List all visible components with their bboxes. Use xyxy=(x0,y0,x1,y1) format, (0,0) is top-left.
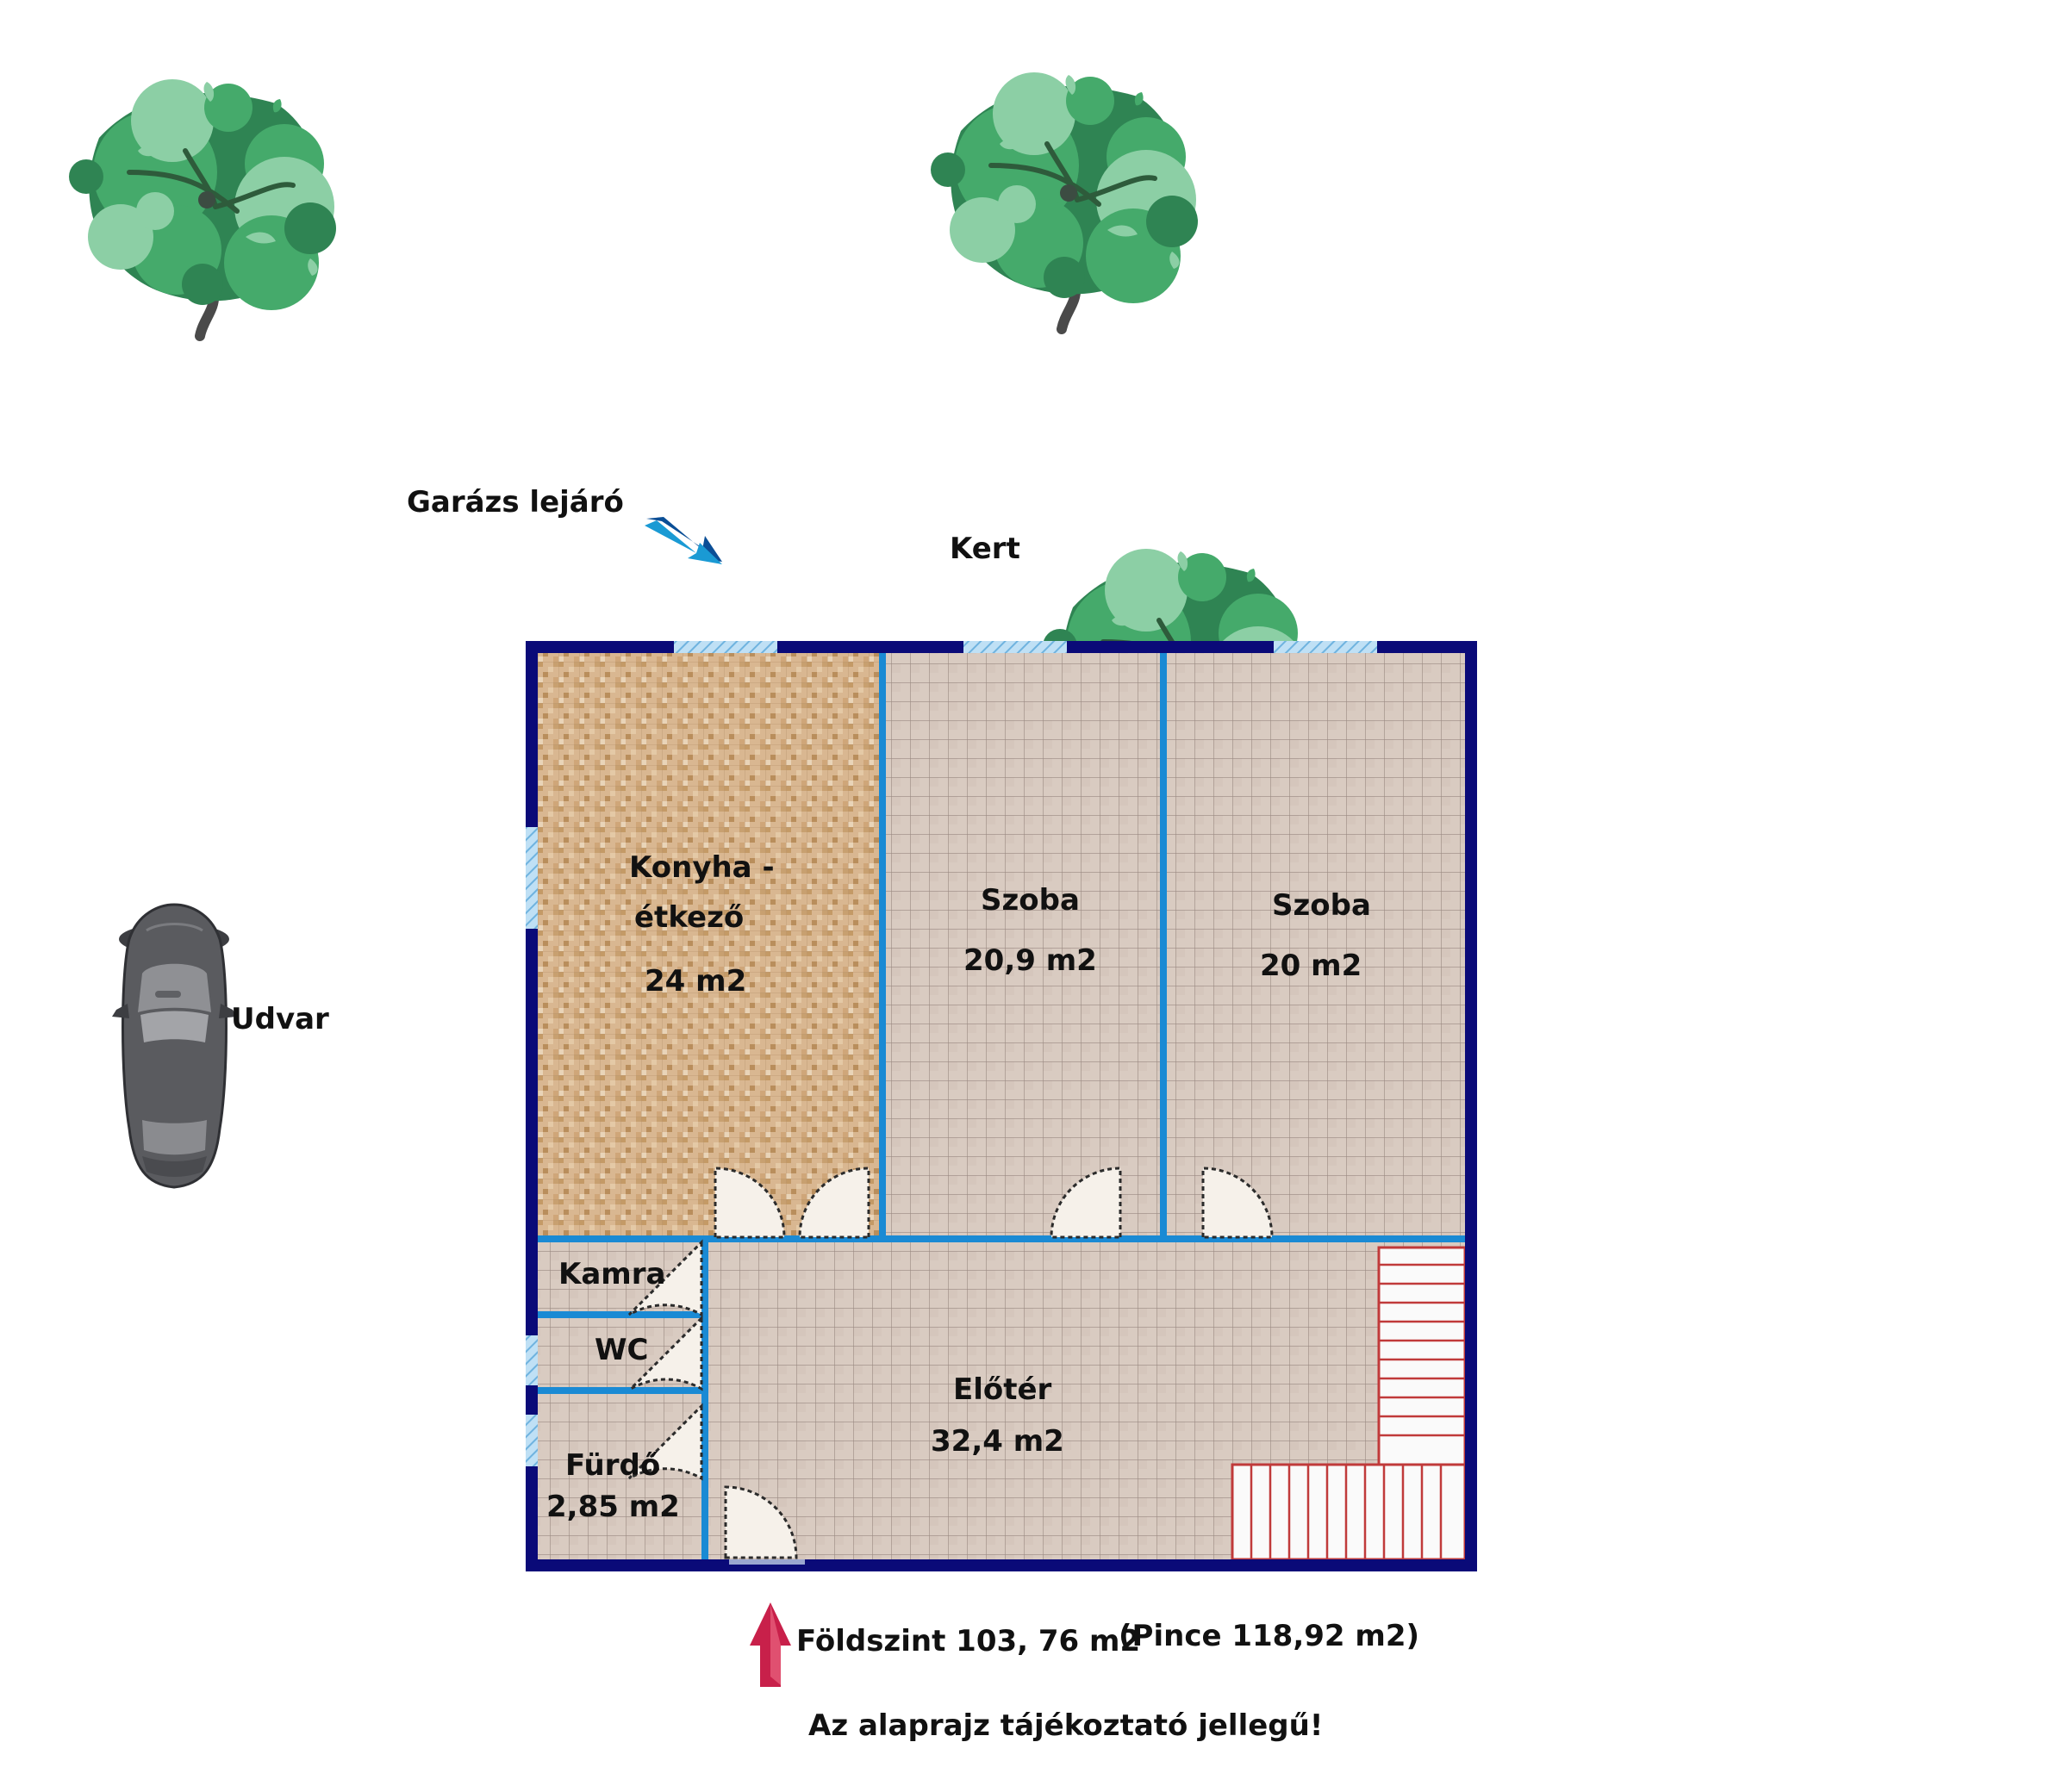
yard-label: Udvar xyxy=(231,1002,329,1036)
rooms-floor xyxy=(879,653,1465,1239)
kitchen-floor xyxy=(538,653,879,1239)
kitchen-name-line1: Konyha - xyxy=(629,850,775,885)
wc-name: WC xyxy=(595,1333,648,1367)
garage-ramp-label: Garázs lejáró xyxy=(407,485,624,520)
ground-floor-area: Földszint 103, 76 m2 xyxy=(796,1624,1140,1658)
kitchen-area: 24 m2 xyxy=(645,964,746,999)
hall-name: Előtér xyxy=(953,1372,1052,1407)
room1-name: Szoba xyxy=(981,883,1080,918)
arrow-icon xyxy=(645,517,722,564)
bathroom-name: Fürdő xyxy=(565,1448,660,1483)
hall-area: 32,4 m2 xyxy=(931,1424,1064,1459)
tree-icon xyxy=(931,72,1198,329)
doors xyxy=(627,1167,1274,1559)
arrow-icon xyxy=(750,1602,791,1687)
windows xyxy=(526,641,1377,1565)
garden-label: Kert xyxy=(950,532,1020,566)
interior-walls xyxy=(538,653,1465,1559)
bathroom-area: 2,85 m2 xyxy=(546,1490,680,1524)
room2-name: Szoba xyxy=(1272,888,1371,923)
pantry-name: Kamra xyxy=(558,1257,665,1291)
kitchen-name-line2: étkező xyxy=(634,900,744,935)
room2-area: 20 m2 xyxy=(1260,949,1362,983)
car-icon xyxy=(112,903,237,1189)
disclaimer: Az alaprajz tájékoztató jellegű! xyxy=(808,1708,1323,1743)
room1-area: 20,9 m2 xyxy=(963,943,1097,978)
tree-icon xyxy=(69,79,336,336)
basement-area: (Pince 118,92 m2) xyxy=(1119,1619,1419,1653)
